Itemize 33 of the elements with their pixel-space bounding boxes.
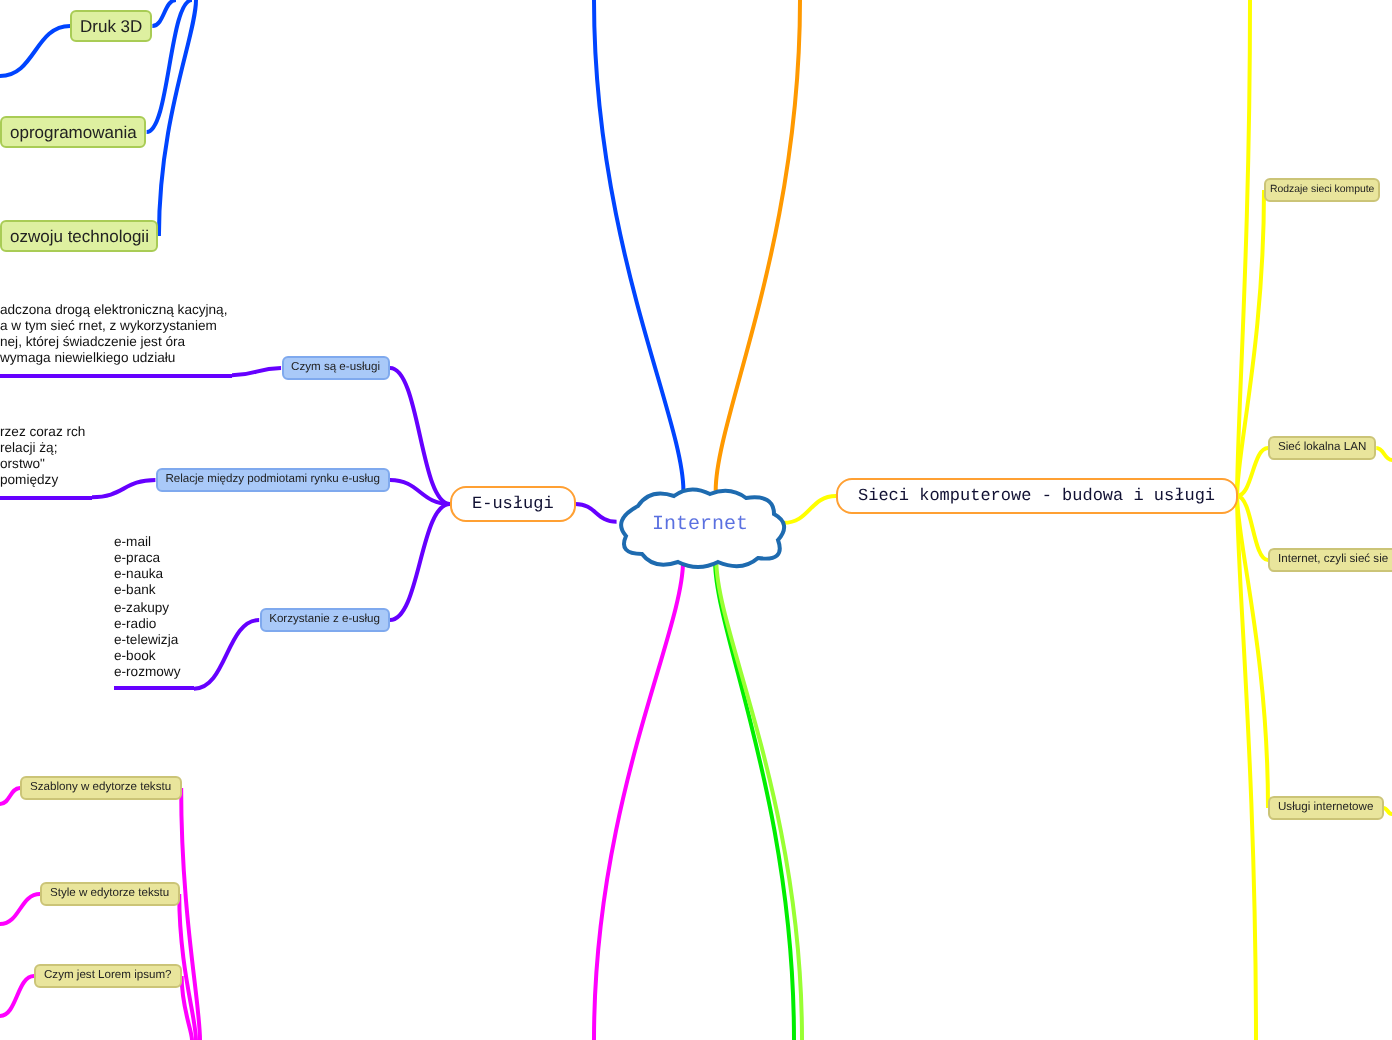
branch-line xyxy=(389,502,451,622)
branch-line xyxy=(0,974,35,1018)
branch-line xyxy=(179,975,194,1040)
branch-line xyxy=(0,892,41,926)
branch-line xyxy=(1235,0,1252,497)
branch-line xyxy=(1235,495,1258,1040)
branch-line xyxy=(0,786,21,806)
topic-label: Internet xyxy=(649,515,750,537)
branch-line xyxy=(389,478,451,506)
branch-line xyxy=(713,0,802,491)
branch-line xyxy=(179,787,202,1040)
branch-line xyxy=(1236,446,1269,498)
branch-line xyxy=(389,366,451,506)
topic-box: E-usługi xyxy=(450,486,576,522)
topic-box: Sieci komputerowe - budowa i usługi xyxy=(836,478,1238,514)
branch-line xyxy=(91,478,156,500)
branch-line xyxy=(592,561,686,1040)
branch-line xyxy=(783,494,837,525)
branch-line xyxy=(1375,446,1392,462)
branch-line xyxy=(0,24,71,78)
branch-line xyxy=(152,0,177,28)
branch-line xyxy=(1382,806,1392,816)
branch-line xyxy=(1236,494,1269,562)
branch-line xyxy=(575,502,617,524)
branch-line xyxy=(156,0,198,237)
branch-line xyxy=(193,618,260,691)
branch-line xyxy=(145,0,193,134)
topic-box: ozwoju technologii xyxy=(0,220,159,252)
topic-box: Druk 3D xyxy=(70,10,153,42)
branch-line xyxy=(177,893,198,1040)
branch-line xyxy=(231,366,282,378)
branch-line xyxy=(592,0,686,491)
topic-box: oprogramowania xyxy=(0,116,147,148)
